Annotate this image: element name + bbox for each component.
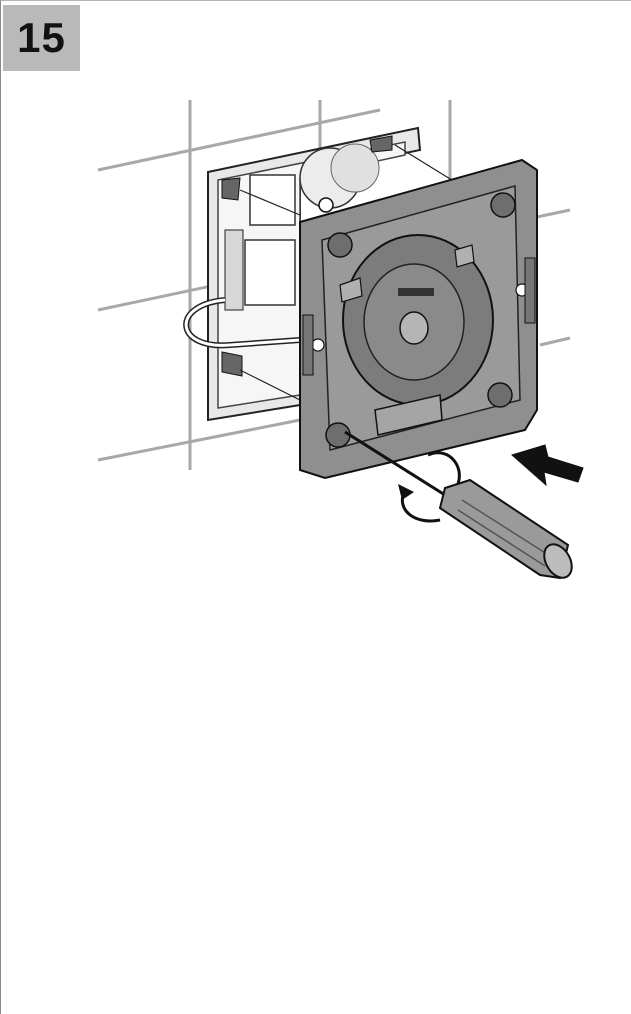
flush-box-icon	[183, 126, 461, 422]
step-number-badge: 15	[3, 5, 80, 71]
push-arrow-icon	[510, 444, 584, 487]
step-number: 15	[17, 14, 66, 61]
mounting-frame-icon	[299, 158, 538, 480]
screwdriver-icon	[344, 430, 573, 580]
